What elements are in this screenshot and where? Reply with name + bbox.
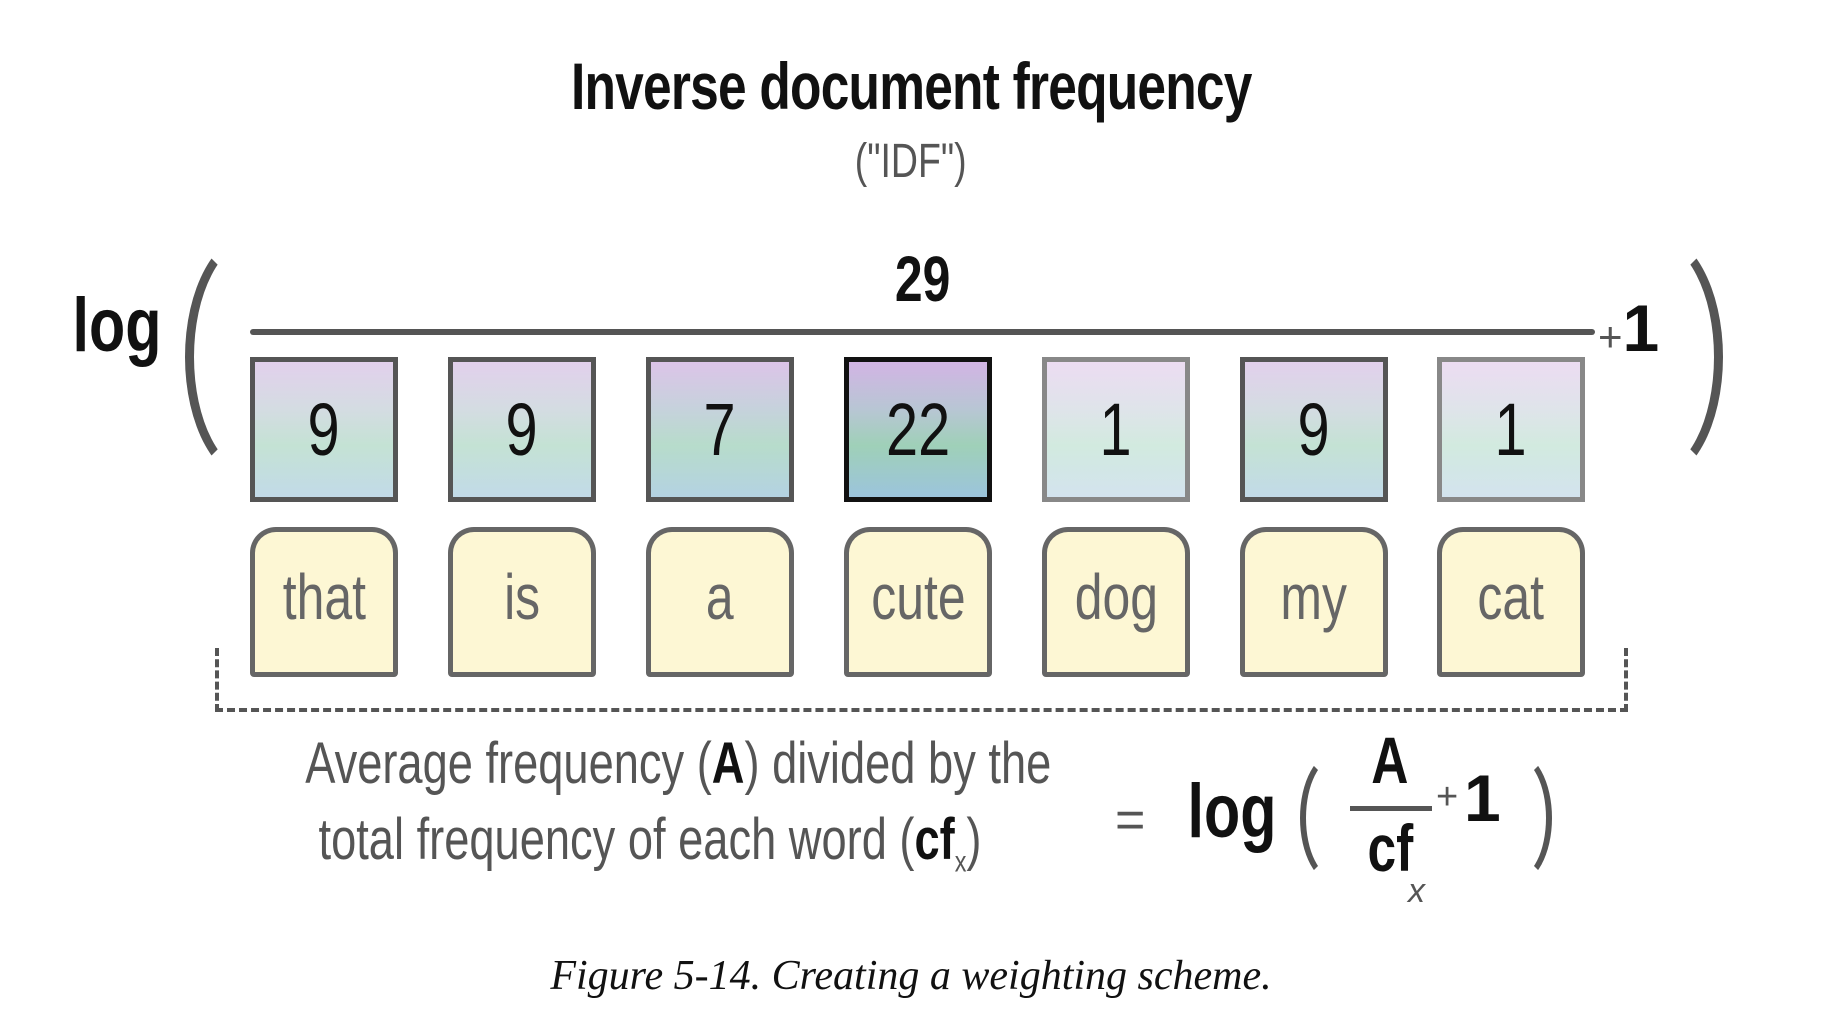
numerator-value: 29 — [894, 243, 951, 315]
word-box-my: my — [1240, 527, 1388, 677]
word-box-dog: dog — [1042, 527, 1190, 677]
count-box-my: 9 — [1240, 357, 1388, 502]
word-box-that: that — [250, 527, 398, 677]
plus-one: +1 — [1598, 291, 1660, 365]
dashed-bracket — [215, 648, 1628, 712]
right-parenthesis — [1585, 232, 1723, 482]
word-box-cat: cat — [1437, 527, 1585, 677]
word-box-a: a — [646, 527, 794, 677]
right-parenthesis-general — [1480, 752, 1552, 884]
count-box-is: 9 — [448, 357, 596, 502]
count-box-dog: 1 — [1042, 357, 1190, 502]
left-parenthesis — [185, 232, 323, 482]
general-numerator: A — [1371, 723, 1409, 797]
count-box-cat: 1 — [1437, 357, 1585, 502]
count-box-that: 9 — [250, 357, 398, 502]
left-parenthesis-general — [1300, 752, 1372, 884]
fraction-line — [250, 329, 1595, 335]
figure-caption: Figure 5-14. Creating a weighting scheme… — [550, 953, 1272, 999]
equals-sign: = — [1115, 791, 1146, 849]
explanation-text: Average frequency (A) divided by the tot… — [305, 731, 1052, 879]
general-fraction-line — [1350, 806, 1432, 811]
general-plus: + — [1436, 776, 1459, 818]
general-subscript: x — [1408, 872, 1425, 910]
general-denominator: cf — [1367, 811, 1413, 885]
log-label: log — [72, 283, 162, 368]
figure-title: Inverse document frequency — [570, 49, 1252, 123]
log-label-general: log — [1187, 769, 1277, 854]
count-box-a: 7 — [646, 357, 794, 502]
figure-subtitle: ("IDF") — [855, 135, 967, 188]
count-box-cute: 22 — [844, 357, 992, 502]
word-box-is: is — [448, 527, 596, 677]
word-box-cute: cute — [844, 527, 992, 677]
